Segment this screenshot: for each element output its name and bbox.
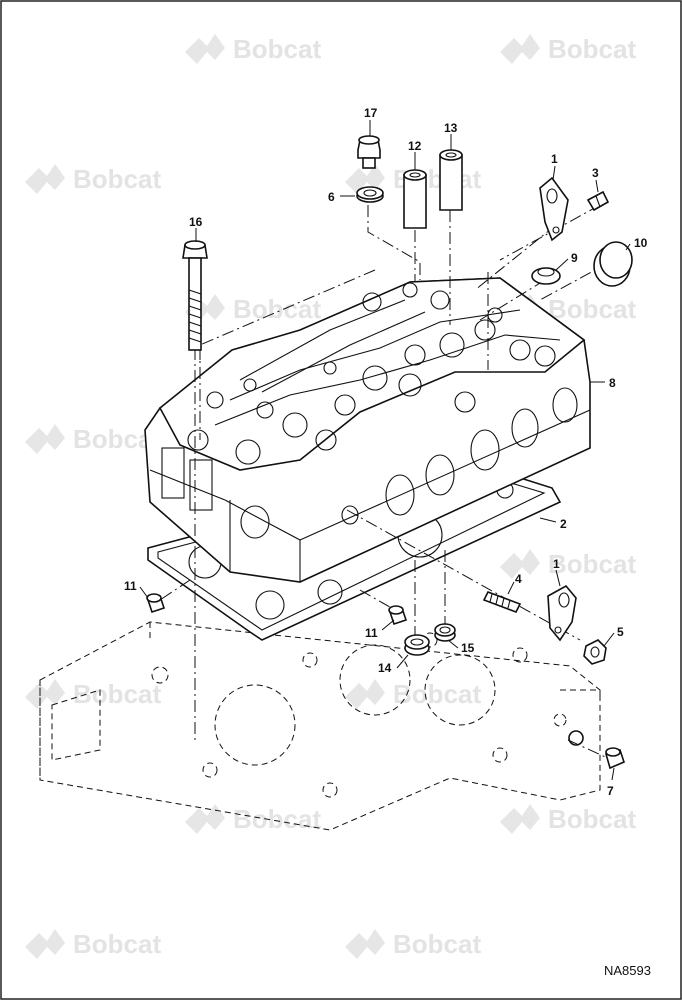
part-13-valve-guide: [439, 149, 463, 211]
svg-text:Bobcat: Bobcat: [548, 549, 636, 579]
watermark: Bobcat: [25, 424, 161, 454]
part-17-bolt: [357, 135, 381, 169]
part-10-expansion-plug: [593, 241, 633, 287]
callout-7: 7: [607, 784, 614, 798]
callout-14: 14: [378, 661, 392, 675]
part-5-nut: [583, 639, 607, 665]
svg-text:Bobcat: Bobcat: [73, 929, 161, 959]
callout-13: 13: [444, 121, 458, 135]
svg-text:Bobcat: Bobcat: [393, 679, 481, 709]
part-11-dowel-right: [388, 605, 408, 626]
callout-11-right: 11: [365, 626, 378, 640]
part-1-lifting-bracket-upper: [539, 176, 569, 242]
part-16-head-bolt: [182, 240, 208, 351]
callout-4: 4: [515, 572, 522, 586]
watermark: Bobcat: [500, 804, 636, 834]
callout-labels: 17 6 12 13 1 3 10 9 16 8 2 11 11 4 1 5 1…: [124, 106, 648, 798]
callout-10: 10: [634, 236, 648, 250]
svg-text:Bobcat: Bobcat: [548, 34, 636, 64]
part-9-seal-ring: [531, 267, 561, 285]
watermark: Bobcat: [25, 164, 161, 194]
part-11-dowel-left: [146, 593, 166, 614]
callout-17: 17: [364, 106, 378, 120]
callout-6: 6: [328, 190, 335, 204]
part-12-valve-guide: [403, 169, 427, 229]
svg-text:Bobcat: Bobcat: [233, 34, 321, 64]
callout-1-upper: 1: [551, 152, 558, 166]
watermark: Bobcat: [25, 929, 161, 959]
svg-text:Bobcat: Bobcat: [73, 164, 161, 194]
callout-15: 15: [461, 641, 475, 655]
part-4-stud: [482, 590, 522, 614]
callout-2: 2: [560, 517, 567, 531]
watermark: Bobcat: [500, 549, 636, 579]
watermark: Bobcat: [500, 34, 636, 64]
callout-3: 3: [592, 166, 599, 180]
callout-8: 8: [609, 376, 616, 390]
watermark: Bobcat: [185, 34, 321, 64]
watermark: Bobcat: [345, 679, 481, 709]
callout-5: 5: [617, 625, 624, 639]
svg-text:Bobcat: Bobcat: [548, 804, 636, 834]
callout-12: 12: [408, 139, 422, 153]
watermark: Bobcat: [25, 679, 161, 709]
part-14-seal: [404, 634, 430, 656]
svg-text:Bobcat: Bobcat: [73, 679, 161, 709]
engine-block-outline: [39, 621, 601, 831]
assembly-lines: [159, 204, 613, 761]
part-6-seal-washer: [356, 186, 384, 203]
leader-lines: [139, 120, 631, 781]
part-15-seal: [434, 623, 456, 642]
callout-11-left: 11: [124, 579, 137, 593]
watermark: Bobcat: [345, 929, 481, 959]
callout-9: 9: [571, 251, 578, 265]
watermark: Bobcat: [185, 804, 321, 834]
svg-text:Bobcat: Bobcat: [393, 929, 481, 959]
figure-id: NA8593: [604, 963, 651, 978]
svg-text:Bobcat: Bobcat: [548, 294, 636, 324]
cylinder-head: [144, 277, 591, 583]
part-7-plug: [605, 747, 625, 770]
watermark: Bobcat: [185, 294, 321, 324]
part-3-plug: [586, 190, 610, 212]
part-1-lifting-bracket-lower: [547, 584, 577, 642]
callout-16: 16: [189, 215, 203, 229]
callout-1-lower: 1: [553, 557, 560, 571]
svg-text:Bobcat: Bobcat: [233, 804, 321, 834]
